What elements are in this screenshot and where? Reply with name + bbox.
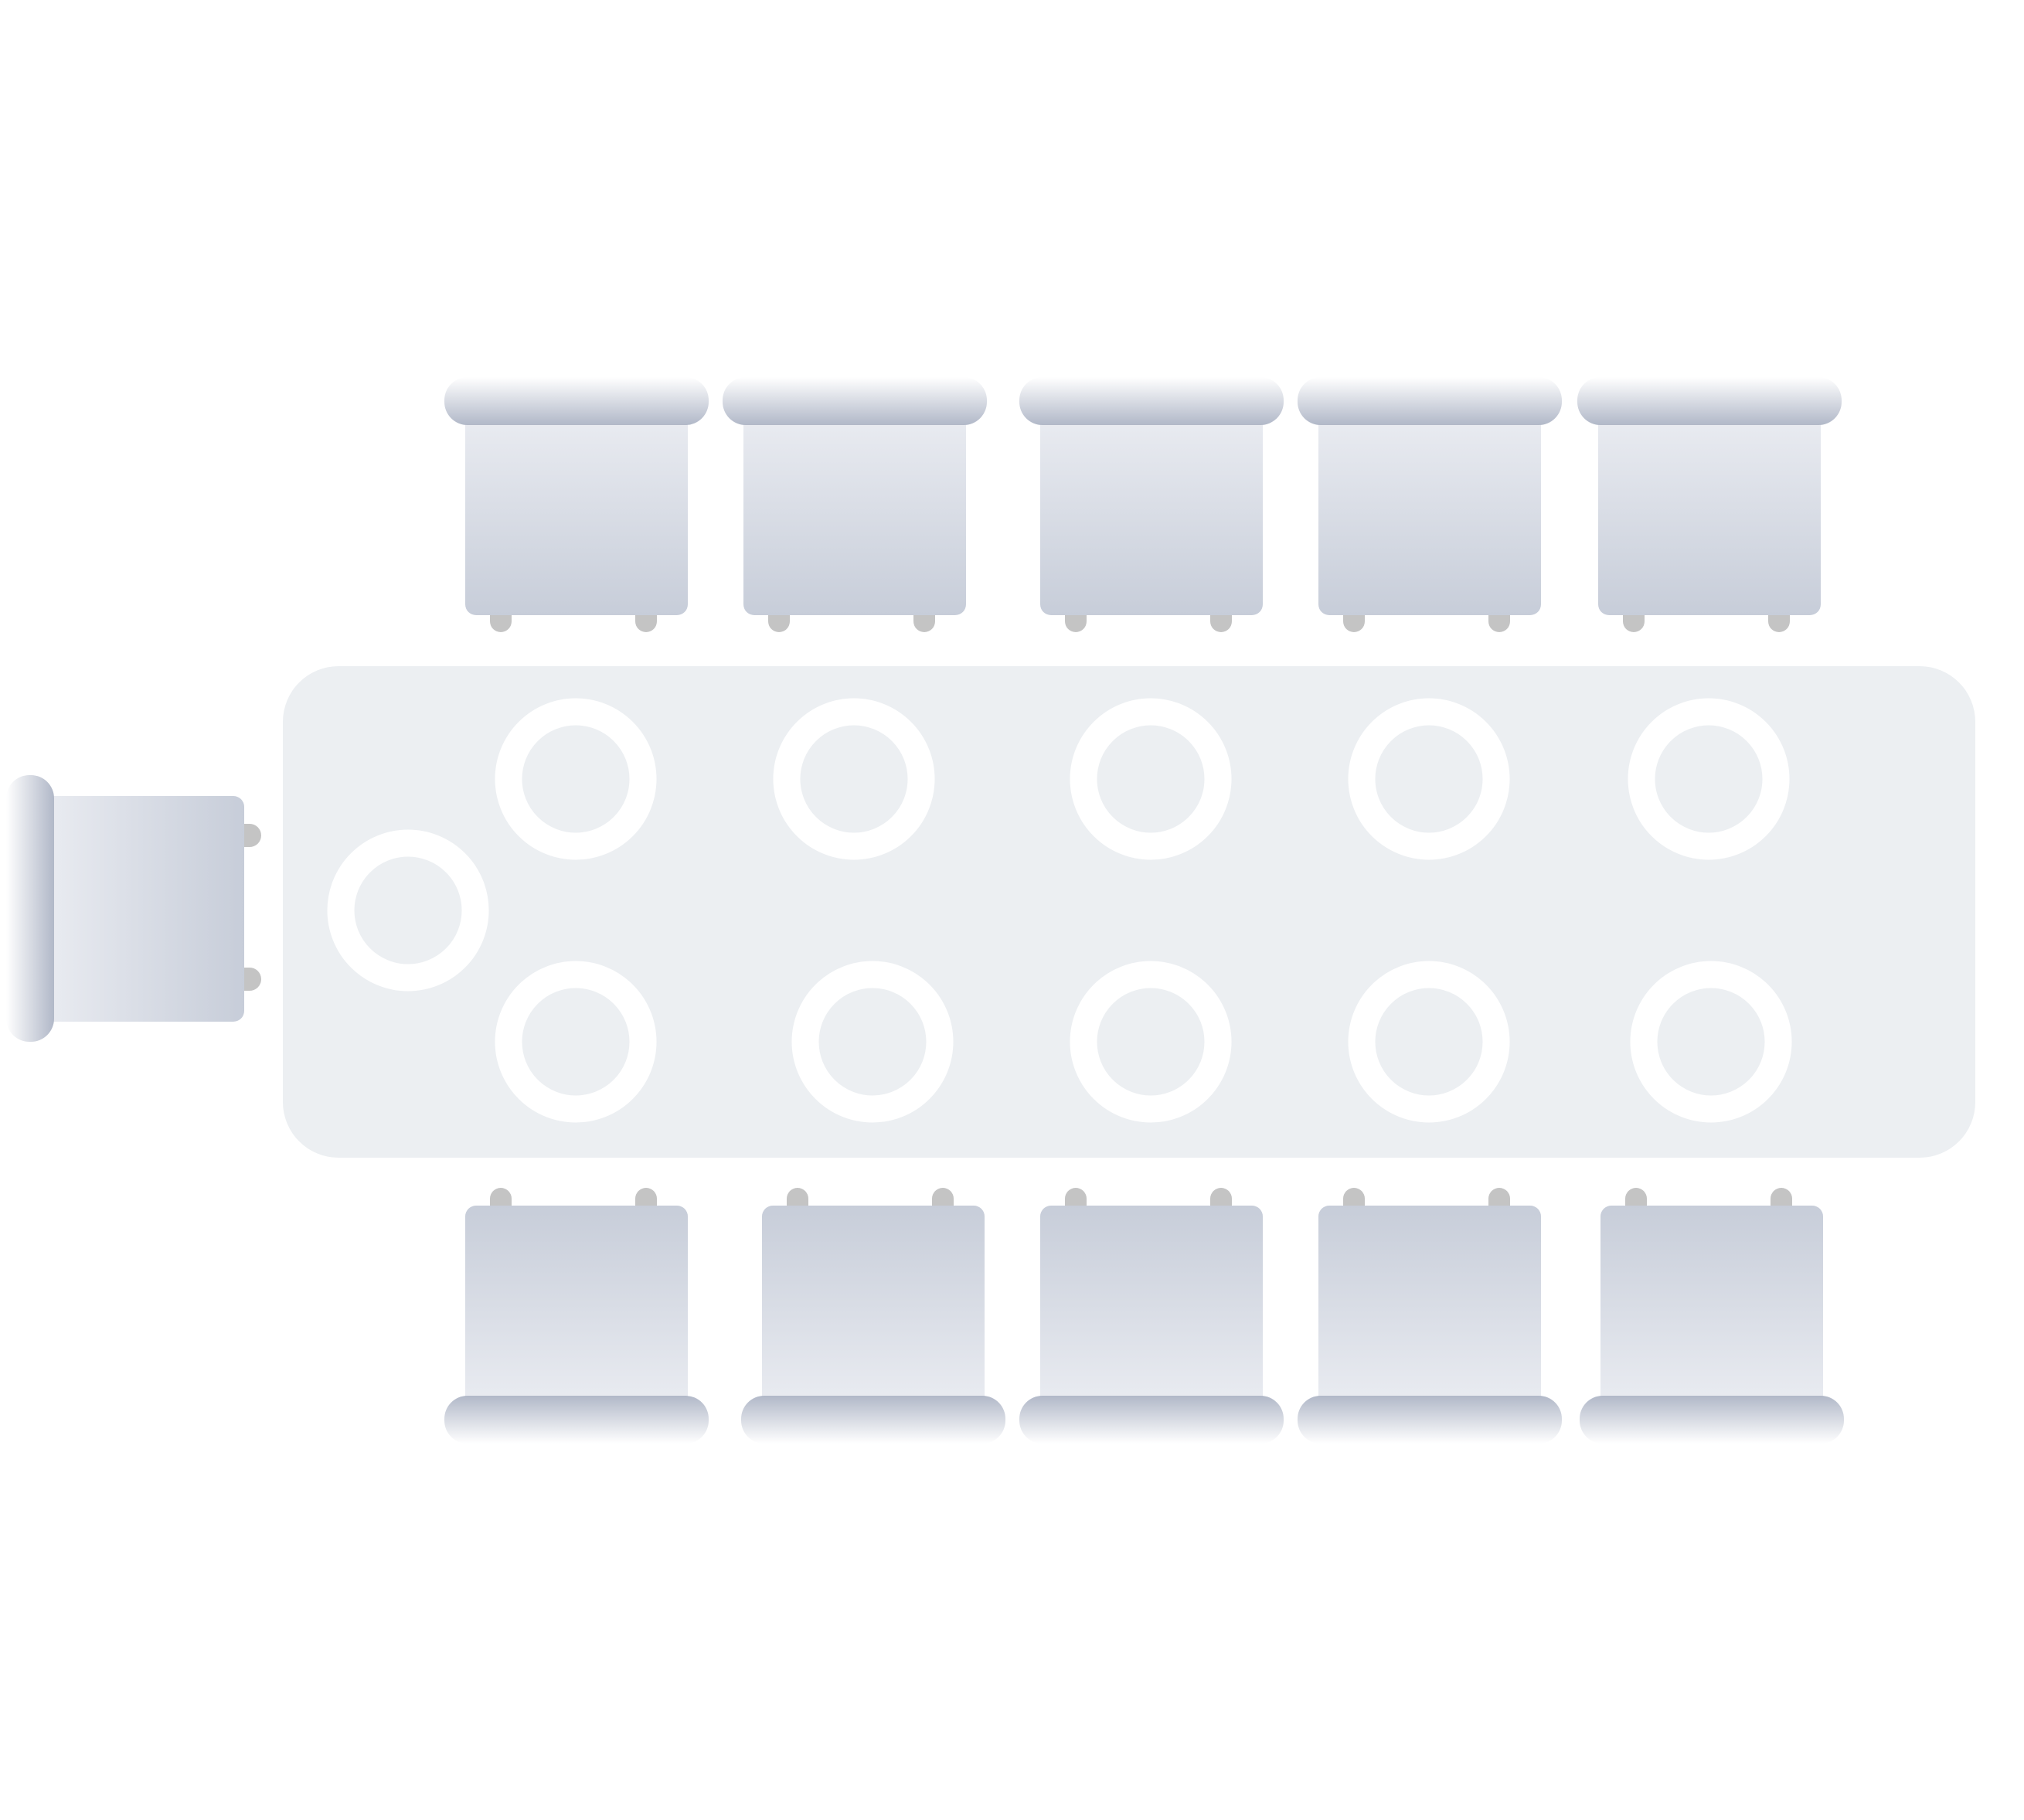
chair-backrest xyxy=(1580,1396,1844,1444)
chair-bottom-5[interactable] xyxy=(1580,1188,1844,1444)
place-setting-plate-6 xyxy=(495,961,657,1123)
place-setting-plate-4 xyxy=(1348,698,1510,860)
chair-top-4[interactable] xyxy=(1298,377,1562,632)
chair-seat xyxy=(743,402,966,615)
chair-seat xyxy=(1598,402,1821,615)
chair-seat xyxy=(1040,1206,1263,1419)
chair-bottom-4[interactable] xyxy=(1298,1188,1562,1444)
chair-seat xyxy=(1600,1206,1823,1419)
place-setting-plate-3 xyxy=(1070,698,1232,860)
place-setting-plate-2 xyxy=(773,698,935,860)
chair-bottom-2[interactable] xyxy=(741,1188,1005,1444)
chair-backrest xyxy=(1298,377,1562,425)
chair-backrest xyxy=(723,377,987,425)
chair-backrest xyxy=(1019,377,1284,425)
chair-seat xyxy=(1318,402,1541,615)
place-setting-plate-8 xyxy=(1070,961,1232,1123)
chair-backrest xyxy=(6,775,54,1042)
chair-seat xyxy=(762,1206,985,1419)
place-setting-plate-11 xyxy=(327,829,489,992)
place-setting-plate-7 xyxy=(791,961,954,1123)
place-setting-plate-5 xyxy=(1628,698,1790,860)
dining-table xyxy=(283,666,1975,1158)
chair-backrest xyxy=(741,1396,1005,1444)
chair-bottom-1[interactable] xyxy=(444,1188,709,1444)
chair-backrest xyxy=(444,377,709,425)
place-setting-plate-1 xyxy=(495,698,657,860)
chair-bottom-3[interactable] xyxy=(1019,1188,1284,1444)
place-setting-plate-9 xyxy=(1348,961,1510,1123)
chair-head[interactable] xyxy=(6,775,261,1042)
chair-seat xyxy=(31,796,244,1022)
chair-top-2[interactable] xyxy=(723,377,987,632)
chair-backrest xyxy=(1298,1396,1562,1444)
chair-seat xyxy=(465,402,688,615)
place-setting-plate-10 xyxy=(1630,961,1792,1123)
chair-backrest xyxy=(1577,377,1842,425)
chair-top-1[interactable] xyxy=(444,377,709,632)
chair-backrest xyxy=(1019,1396,1284,1444)
chair-backrest xyxy=(444,1396,709,1444)
chair-seat xyxy=(1318,1206,1541,1419)
chair-top-3[interactable] xyxy=(1019,377,1284,632)
chair-seat xyxy=(1040,402,1263,615)
chair-top-5[interactable] xyxy=(1577,377,1842,632)
chair-seat xyxy=(465,1206,688,1419)
